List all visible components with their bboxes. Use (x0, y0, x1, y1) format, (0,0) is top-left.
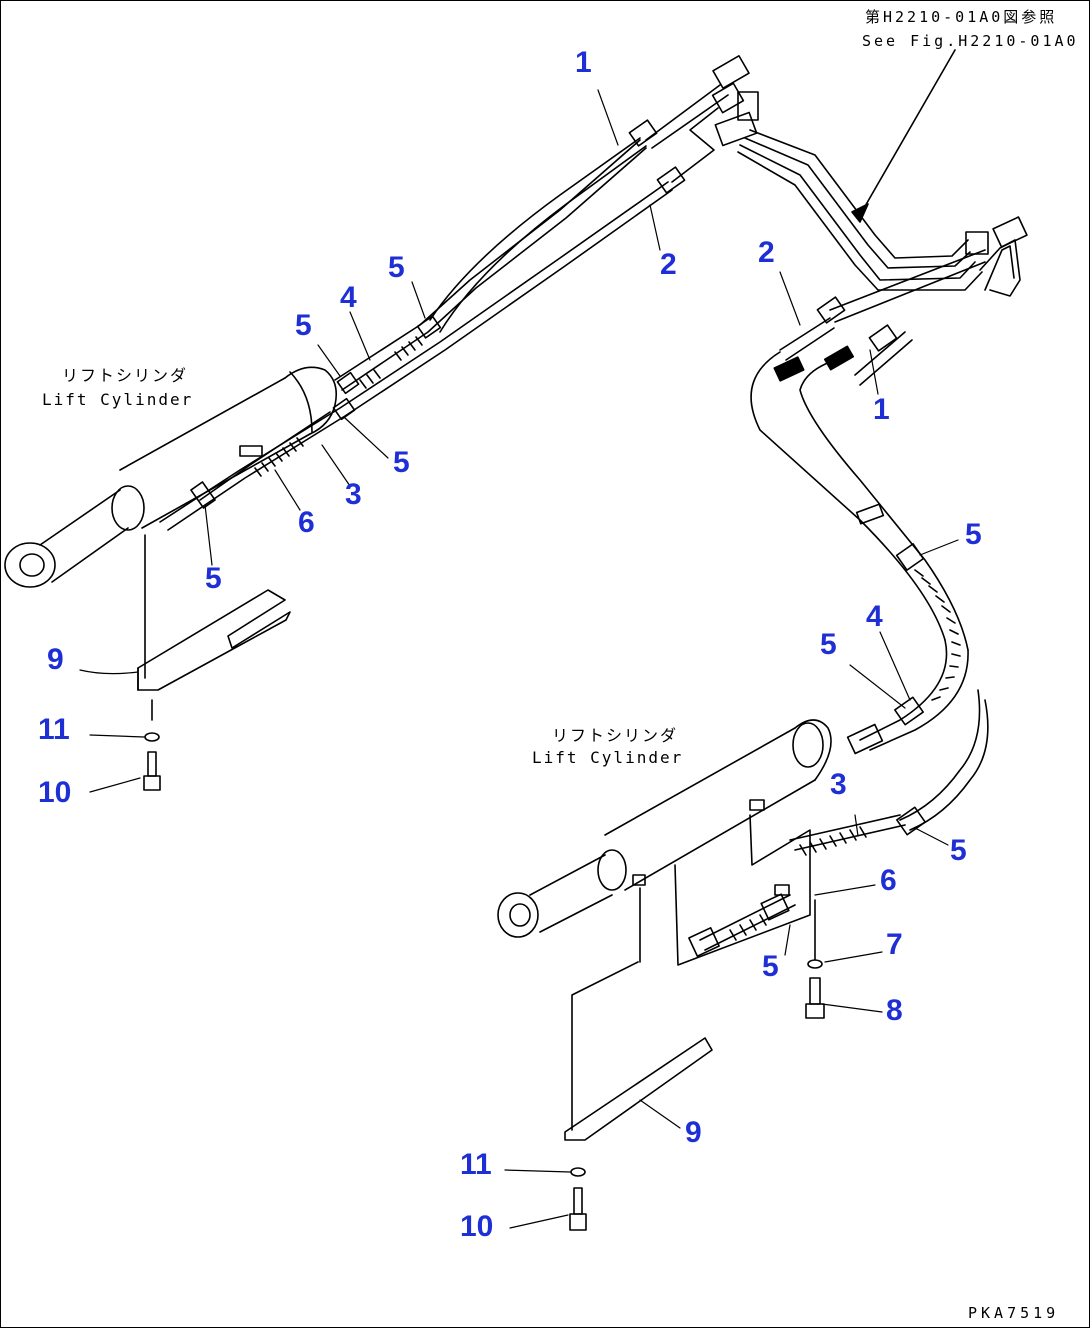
left-washer-bolt (143, 732, 161, 791)
callout-2: 2 (758, 236, 775, 269)
callout-5: 5 (820, 628, 837, 661)
left-cylinder-label-en: Lift Cylinder (42, 390, 194, 409)
callout-2: 2 (660, 248, 677, 281)
callout-5: 5 (295, 309, 312, 342)
callout-6: 6 (298, 506, 315, 539)
callout-5: 5 (950, 834, 967, 867)
callout-5: 5 (965, 518, 982, 551)
callout-3: 3 (830, 768, 847, 801)
reference-pipes (737, 49, 1028, 297)
callout-5: 5 (388, 251, 405, 284)
right-bracket (564, 814, 825, 1231)
callout-4: 4 (340, 281, 357, 314)
callout-5: 5 (205, 562, 222, 595)
callout-4: 4 (866, 600, 883, 633)
callout-1: 1 (575, 46, 592, 79)
callout-8: 8 (886, 994, 903, 1027)
callout-1: 1 (873, 393, 890, 426)
callout-11: 11 (38, 713, 70, 746)
callout-5: 5 (762, 950, 779, 983)
right-hoses (688, 249, 989, 957)
reference-note-en: See Fig.H2210-01A0 (862, 32, 1079, 50)
callout-9: 9 (685, 1116, 702, 1149)
left-cylinder-label-jp: リフトシリンダ (62, 366, 189, 385)
leader-lines (79, 89, 959, 1229)
right-lift-cylinder (497, 719, 832, 938)
callout-11: 11 (460, 1148, 492, 1181)
right-cylinder-label-jp: リフトシリンダ (552, 726, 679, 745)
drawing-code: PKA7519 (968, 1304, 1060, 1322)
callout-10: 10 (460, 1210, 494, 1243)
callout-3: 3 (345, 478, 362, 511)
reference-note-jp: 第H2210-01A0図参照 (865, 8, 1058, 26)
callout-9: 9 (47, 643, 64, 676)
right-cylinder-label-en: Lift Cylinder (532, 748, 684, 767)
callout-7: 7 (886, 928, 903, 961)
left-hoses (159, 55, 759, 531)
callout-10: 10 (38, 776, 72, 809)
callout-6: 6 (880, 864, 897, 897)
callout-5: 5 (393, 446, 410, 479)
